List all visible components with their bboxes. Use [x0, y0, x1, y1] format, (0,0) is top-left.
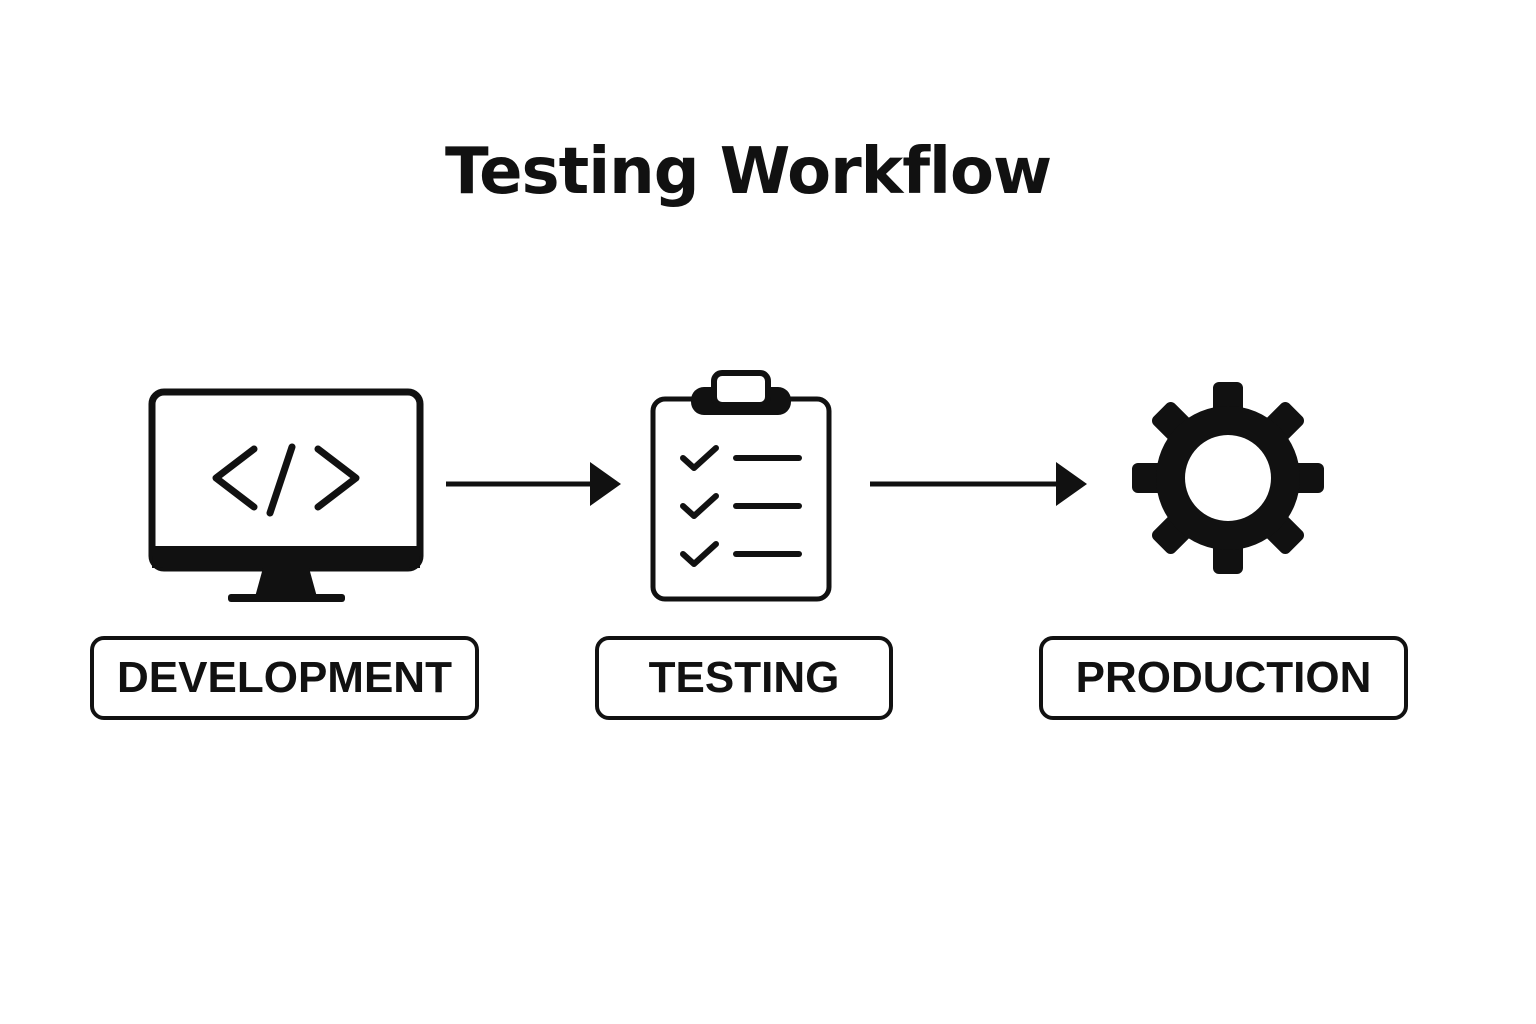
- code-monitor-icon: [148, 388, 424, 602]
- check-icon: [680, 541, 719, 567]
- stage-label: DEVELOPMENT: [117, 653, 452, 702]
- gear-icon: [1132, 382, 1324, 574]
- stage-label: TESTING: [648, 653, 840, 702]
- code-brackets-icon: [212, 443, 360, 517]
- stage-development-label: DEVELOPMENT: [90, 636, 479, 720]
- stage-testing-label: TESTING: [595, 636, 893, 720]
- arrow-right-icon: [446, 462, 621, 506]
- checklist-clipboard-icon: [650, 370, 832, 602]
- check-icon: [680, 445, 719, 471]
- stage-label: PRODUCTION: [1075, 653, 1372, 702]
- page-title: Testing Workflow: [444, 135, 1052, 209]
- stage-production-label: PRODUCTION: [1039, 636, 1408, 720]
- check-icon: [680, 493, 719, 519]
- arrow-right-icon: [870, 462, 1087, 506]
